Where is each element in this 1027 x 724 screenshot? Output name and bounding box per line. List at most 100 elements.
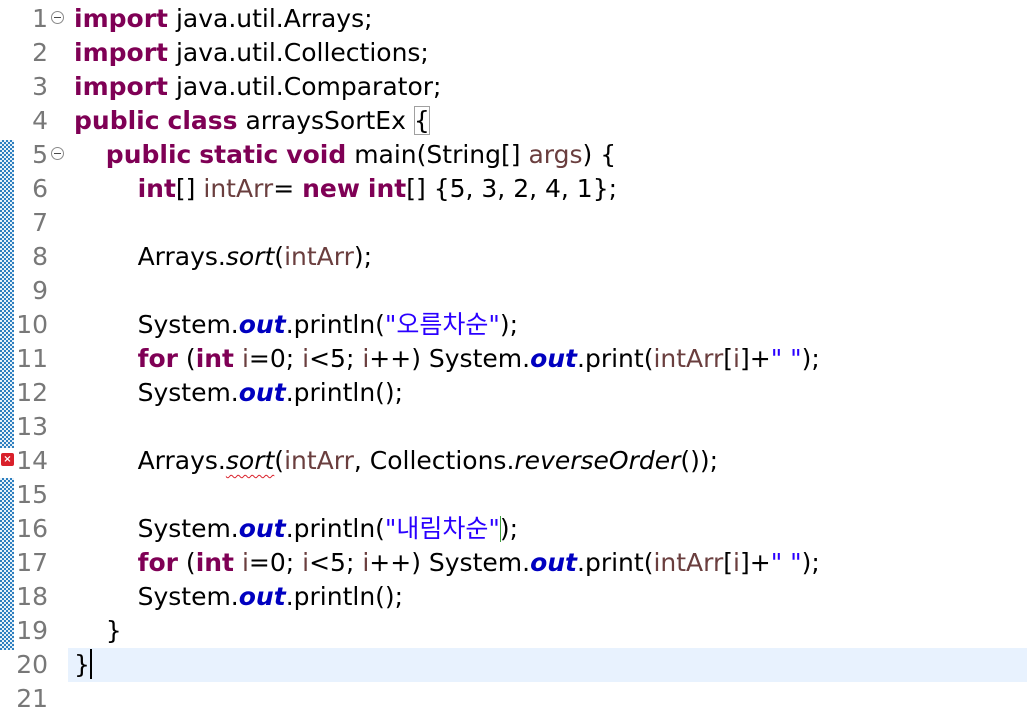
error-x-icon[interactable]: × (1, 453, 14, 466)
code-line-area[interactable]: import java.util.Collections; (68, 36, 1027, 70)
code-token: ); (499, 514, 519, 543)
code-line-area[interactable] (68, 206, 1027, 240)
string-literal-token: "내림차순" (384, 514, 500, 543)
code-line[interactable]: 18 System.out.println(); (0, 580, 1027, 614)
code-line-area[interactable]: } (68, 648, 1027, 682)
code-line-area[interactable]: import java.util.Arrays; (68, 2, 1027, 36)
keyword-token: static (199, 140, 279, 169)
code-line[interactable]: 13 (0, 410, 1027, 444)
code-line[interactable]: 9 (0, 274, 1027, 308)
code-line[interactable]: 14× Arrays.sort(intArr, Collections.reve… (0, 444, 1027, 478)
code-line-area[interactable]: System.out.println(); (68, 376, 1027, 410)
variable-token: intArr (653, 344, 724, 373)
code-token: System. (137, 514, 239, 543)
code-text: public static void main(String[] args) { (74, 138, 616, 172)
line-number: 3 (32, 72, 48, 101)
code-line[interactable]: 7 (0, 206, 1027, 240)
string-literal-token: " " (770, 548, 802, 577)
line-number: 13 (16, 412, 48, 441)
code-line-area[interactable]: Arrays.sort(intArr, Collections.reverseO… (68, 444, 1027, 478)
code-token: , Collections. (353, 446, 515, 475)
code-text: System.out.println(); (74, 376, 404, 410)
code-text: Arrays.sort(intArr); (74, 240, 372, 274)
code-line[interactable]: 20} (0, 648, 1027, 682)
code-token: Arrays. (137, 242, 226, 271)
change-bar-lower (0, 478, 14, 650)
bracket-match-marker (499, 516, 501, 542)
static-field-token: out (238, 582, 286, 611)
code-line-area[interactable]: System.out.println("오름차순"); (68, 308, 1027, 342)
code-line-area[interactable]: int[] intArr= new int[] {5, 3, 2, 4, 1}; (68, 172, 1027, 206)
code-line[interactable]: 17 for (int i=0; i<5; i++) System.out.pr… (0, 546, 1027, 580)
line-number: 5 (32, 140, 48, 169)
code-line-area[interactable] (68, 274, 1027, 308)
keyword-token: new (302, 174, 360, 203)
code-line[interactable]: 21 (0, 682, 1027, 716)
code-line-area[interactable] (68, 478, 1027, 512)
code-line[interactable]: 16 System.out.println("내림차순"); (0, 512, 1027, 546)
keyword-token: import (74, 38, 168, 67)
code-line[interactable]: 12 System.out.println(); (0, 376, 1027, 410)
static-field-token: out (238, 378, 286, 407)
code-token: System. (137, 310, 239, 339)
code-line-area[interactable] (68, 410, 1027, 444)
code-token: java.util.Comparator; (175, 72, 442, 101)
code-line-area[interactable]: System.out.println(); (68, 580, 1027, 614)
line-number: 21 (16, 684, 48, 713)
line-number: 15 (16, 480, 48, 509)
code-line-area[interactable]: public class arraysSortEx { (68, 104, 1027, 138)
keyword-token: public (105, 140, 192, 169)
code-token: ()); (680, 446, 719, 475)
code-token: .println( (285, 310, 385, 339)
matched-brace-token: { (413, 106, 430, 135)
variable-token: i (302, 548, 310, 577)
code-line-area[interactable]: } (68, 614, 1027, 648)
code-line[interactable]: 19 } (0, 614, 1027, 648)
code-line[interactable]: 2 import java.util.Collections; (0, 36, 1027, 70)
code-token: } (105, 616, 122, 645)
code-text: public class arraysSortEx { (74, 104, 430, 138)
code-line-area[interactable] (68, 682, 1027, 716)
line-number: 2 (32, 38, 48, 67)
code-line-area[interactable]: import java.util.Comparator; (68, 70, 1027, 104)
code-token: ); (353, 242, 373, 271)
code-token: java.util.Collections; (175, 38, 429, 67)
code-line[interactable]: 11 for (int i=0; i<5; i++) System.out.pr… (0, 342, 1027, 376)
string-literal-token: " " (770, 344, 802, 373)
code-line-area[interactable]: for (int i=0; i<5; i++) System.out.print… (68, 342, 1027, 376)
code-line[interactable]: 5 public static void main(String[] args)… (0, 138, 1027, 172)
code-line-area[interactable]: System.out.println("내림차순"); (68, 512, 1027, 546)
code-line-area[interactable]: public static void main(String[] args) { (68, 138, 1027, 172)
collapse-minus-icon[interactable] (51, 147, 64, 160)
code-token: } (74, 650, 90, 679)
code-text: System.out.println("오름차순"); (74, 308, 519, 342)
code-line-area[interactable]: Arrays.sort(intArr); (68, 240, 1027, 274)
code-token: =0; (248, 344, 303, 373)
code-text: for (int i=0; i<5; i++) System.out.print… (74, 546, 820, 580)
code-token: ]+ (740, 344, 771, 373)
code-text: Arrays.sort(intArr, Collections.reverseO… (74, 444, 719, 478)
code-line[interactable]: 15 (0, 478, 1027, 512)
code-line[interactable]: 8 Arrays.sort(intArr); (0, 240, 1027, 274)
code-token: [] (175, 174, 204, 203)
code-text: int[] intArr= new int[] {5, 3, 2, 4, 1}; (74, 172, 617, 206)
variable-token: i (241, 344, 249, 373)
code-line[interactable]: 3 import java.util.Comparator; (0, 70, 1027, 104)
code-token: [ (723, 344, 734, 373)
code-line[interactable]: 10 System.out.println("오름차순"); (0, 308, 1027, 342)
code-token: = (273, 174, 303, 203)
code-token: <5; (309, 344, 363, 373)
code-token: System. (137, 582, 239, 611)
line-number: 7 (32, 208, 48, 237)
code-line[interactable]: 6 int[] intArr= new int[] {5, 3, 2, 4, 1… (0, 172, 1027, 206)
variable-token: i (362, 548, 370, 577)
keyword-token: import (74, 4, 168, 33)
static-method-token: sort (225, 242, 275, 271)
code-line-area[interactable]: for (int i=0; i<5; i++) System.out.print… (68, 546, 1027, 580)
collapse-minus-icon[interactable] (51, 11, 64, 24)
code-token: ); (499, 310, 519, 339)
code-token: ( (185, 344, 196, 373)
